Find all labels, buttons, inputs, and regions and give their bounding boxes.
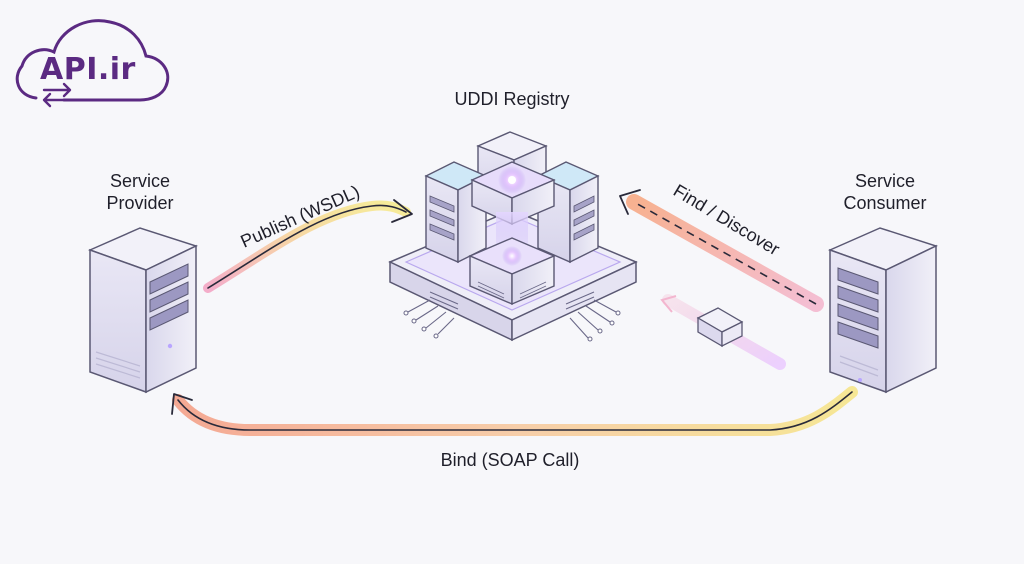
publish-arrow <box>203 199 413 293</box>
publish-arrowhead-icon <box>391 199 413 223</box>
service-provider-label: Service Provider <box>80 170 200 214</box>
service-consumer-label-line1: Service <box>854 171 916 191</box>
bind-label: Bind (SOAP Call) <box>440 450 580 470</box>
service-provider-label-line1: Service <box>109 171 171 191</box>
service-consumer-label: Service Consumer <box>820 170 950 214</box>
service-consumer-label-line2: Consumer <box>843 193 927 213</box>
packet-arrowhead-icon <box>660 295 677 313</box>
uddi-registry-hub <box>388 131 638 342</box>
logo-text: API.ir <box>40 52 136 87</box>
service-provider-server <box>87 227 199 394</box>
find-arrowhead-icon <box>619 189 641 215</box>
service-provider-label-line2: Provider <box>106 193 174 213</box>
bind-arrowhead-icon <box>171 393 193 415</box>
service-consumer-server <box>827 227 939 394</box>
find-arrow <box>619 189 824 312</box>
logo <box>15 19 170 108</box>
logo-arrow-icon <box>42 82 72 108</box>
uddi-registry-title: UDDI Registry <box>454 89 570 109</box>
logo-cloud-icon <box>15 19 170 102</box>
bind-arrow <box>171 386 858 436</box>
data-packet <box>660 294 786 370</box>
